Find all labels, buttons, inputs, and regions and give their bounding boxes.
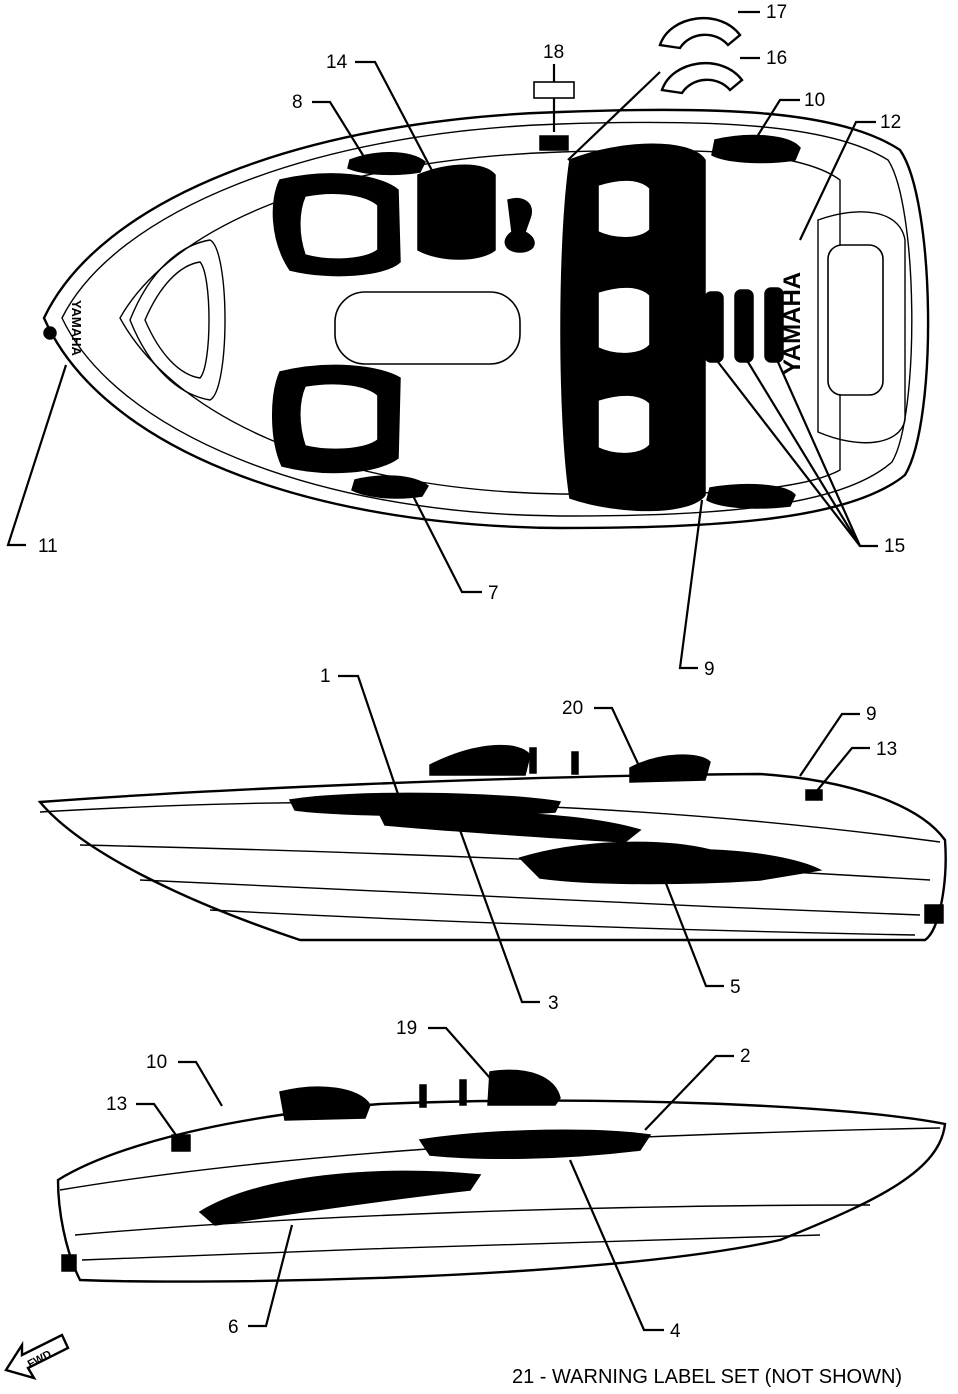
callout-3: 3 [548, 993, 559, 1014]
boat-top-view: YAMAHA YAMAHA [42, 108, 930, 530]
fwd-arrow: FWD [4, 1333, 70, 1380]
callout-10-side: 10 [146, 1052, 167, 1073]
callout-19: 19 [396, 1018, 417, 1039]
callout-7: 7 [488, 583, 499, 604]
decal-17-shape [658, 17, 742, 50]
callout-20: 20 [562, 698, 583, 719]
decal-16-shape [660, 62, 744, 95]
callout-2: 2 [740, 1046, 751, 1067]
callout-13-side1: 13 [876, 739, 897, 760]
leader-lines [6, 10, 878, 1332]
callout-1: 1 [320, 666, 331, 687]
callout-18: 18 [543, 42, 564, 63]
callout-9-top: 9 [704, 659, 715, 680]
callout-12: 12 [880, 112, 901, 133]
callout-13-side2: 13 [106, 1094, 127, 1115]
boat-side-view-starboard [37, 744, 947, 942]
callout-11: 11 [38, 536, 58, 557]
callout-5: 5 [730, 977, 741, 998]
callout-17: 17 [766, 2, 787, 23]
callout-16: 16 [766, 48, 787, 69]
callout-labels: 17 16 18 14 8 10 12 11 7 9 15 1 20 9 13 … [38, 2, 905, 1342]
callout-6: 6 [228, 1317, 239, 1338]
footnote-warning-label-set: 21 - WARNING LABEL SET (NOT SHOWN) [512, 1366, 903, 1388]
callout-9-side: 9 [866, 704, 877, 725]
boat-side-view-port [56, 1069, 947, 1283]
brand-logo-bow: YAMAHA [69, 300, 84, 356]
callout-14: 14 [326, 52, 348, 73]
callout-10-top: 10 [804, 90, 825, 111]
brand-logo-stern: YAMAHA [779, 272, 806, 375]
callout-8: 8 [292, 92, 303, 113]
decal-18-shape [533, 81, 575, 99]
callout-4: 4 [670, 1321, 681, 1342]
callout-15: 15 [884, 536, 905, 557]
